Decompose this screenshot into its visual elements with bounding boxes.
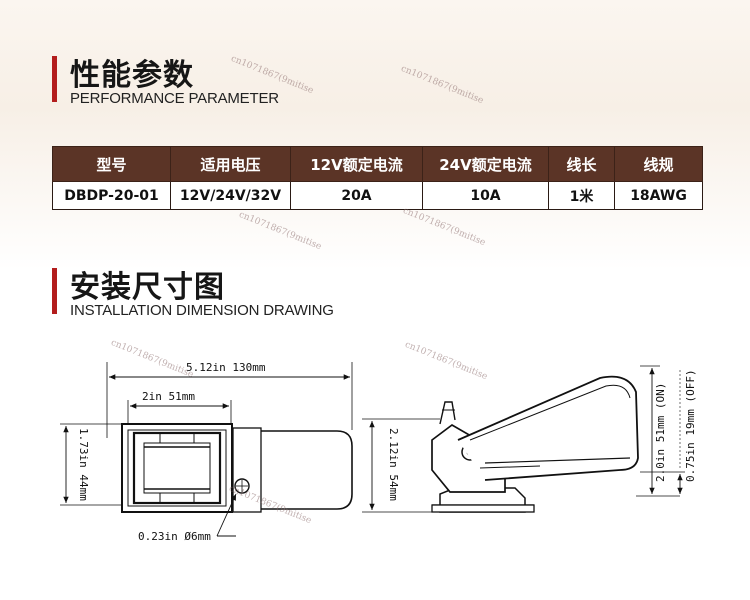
dim-inner-width: 2in 51mm bbox=[142, 390, 195, 403]
section-title-cn: 性能参数 bbox=[70, 58, 194, 93]
table-cell: 12V/24V/32V bbox=[170, 181, 291, 210]
table-header-row: 型号 适用电压 12V额定电流 24V额定电流 线长 线规 bbox=[52, 146, 703, 182]
section-title-en: INSTALLATION DIMENSION DRAWING bbox=[70, 302, 334, 319]
dim-overall-width: 5.12in 130mm bbox=[186, 361, 266, 374]
table-cell: 18AWG bbox=[614, 181, 703, 210]
table-header-cell: 线规 bbox=[614, 146, 703, 182]
table-cell: DBDP-20-01 bbox=[52, 181, 171, 210]
dim-hole: 0.23in Ø6mm bbox=[138, 530, 211, 543]
table-header-cell: 型号 bbox=[52, 146, 171, 182]
accent-bar bbox=[52, 56, 57, 102]
side-view bbox=[362, 365, 685, 513]
accent-bar bbox=[52, 268, 57, 314]
dim-left-height: 1.73in 44mm bbox=[77, 428, 90, 501]
dim-off-height: 0.75in 19mm (OFF) bbox=[684, 369, 697, 482]
table-cell: 1米 bbox=[548, 181, 615, 210]
top-view bbox=[60, 362, 353, 537]
table-cell: 20A bbox=[290, 181, 423, 210]
dim-on-height: 2.0in 51mm (ON) bbox=[654, 383, 667, 482]
performance-table: 型号 适用电压 12V额定电流 24V额定电流 线长 线规 DBDP-20-01… bbox=[52, 146, 703, 210]
table-row: DBDP-20-01 12V/24V/32V 20A 10A 1米 18AWG bbox=[52, 181, 703, 210]
dim-side-height: 2.12in 54mm bbox=[387, 428, 400, 501]
section-title-cn: 安装尺寸图 bbox=[70, 270, 225, 305]
table-header-cell: 12V额定电流 bbox=[290, 146, 423, 182]
section-title-en: PERFORMANCE PARAMETER bbox=[70, 90, 279, 107]
table-cell: 10A bbox=[422, 181, 549, 210]
table-header-cell: 24V额定电流 bbox=[422, 146, 549, 182]
